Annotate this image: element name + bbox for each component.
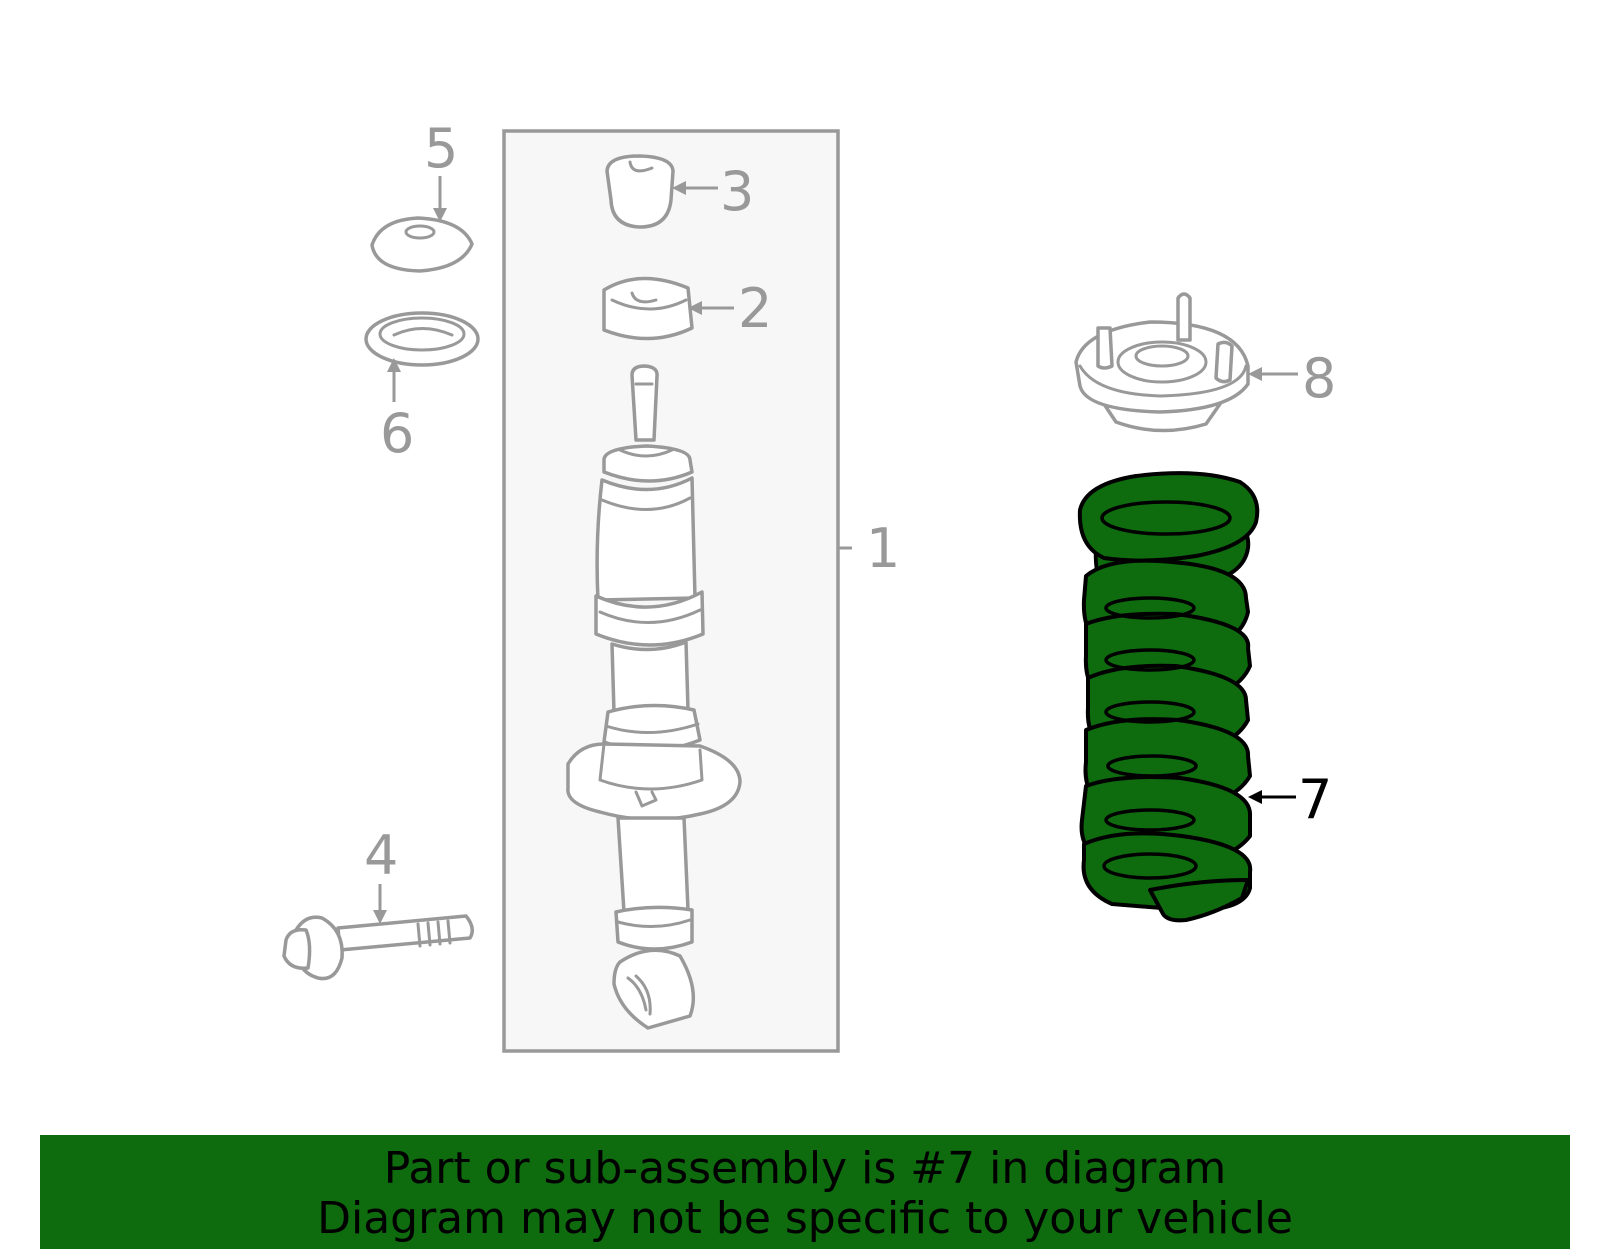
callout-5[interactable]: 5: [424, 117, 458, 180]
callout-7[interactable]: 7: [1298, 768, 1332, 831]
callout-3[interactable]: 3: [720, 160, 754, 223]
info-banner: Part or sub-assembly is #7 in diagram Di…: [40, 1135, 1570, 1249]
callout-6[interactable]: 6: [380, 402, 414, 465]
banner-line-2: Diagram may not be specific to your vehi…: [317, 1193, 1293, 1244]
callout-1[interactable]: 1: [866, 517, 900, 580]
callout-2[interactable]: 2: [738, 277, 772, 340]
banner-line-1: Part or sub-assembly is #7 in diagram: [383, 1143, 1227, 1194]
part-8-upper-mount[interactable]: [1074, 292, 1250, 433]
callout-4[interactable]: 4: [364, 824, 398, 887]
part-5-upper-washer[interactable]: [370, 216, 474, 273]
callout-8[interactable]: 8: [1302, 347, 1336, 410]
part-6-lower-washer[interactable]: [364, 311, 480, 367]
shock-absorber[interactable]: [566, 364, 742, 1030]
part-4-bolt[interactable]: [282, 914, 474, 981]
part-2-bushing[interactable]: [602, 276, 694, 341]
part-7-coil-spring[interactable]: [1077, 471, 1260, 923]
part-3-bump-stop[interactable]: [605, 154, 675, 229]
